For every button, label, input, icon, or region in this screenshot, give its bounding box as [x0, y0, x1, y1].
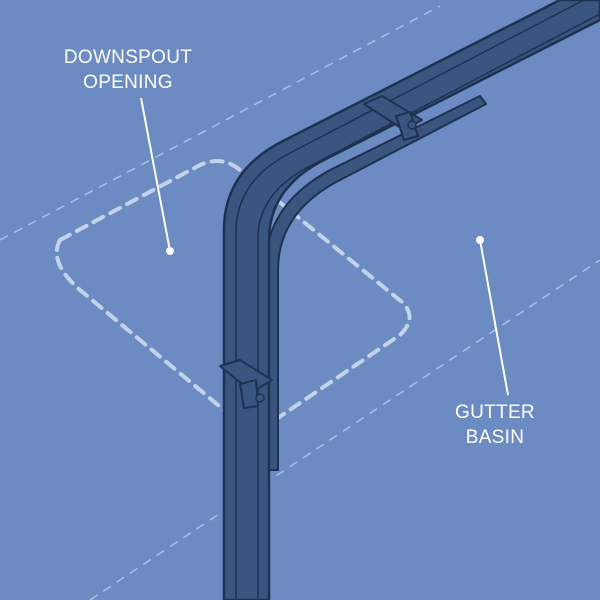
gutter-basin-label: GUTTER BASIN: [430, 400, 560, 450]
lower-cable-clip: [219, 359, 273, 409]
cable-inner-lines: [235, 0, 600, 600]
cable-groove-right: [257, 13, 600, 600]
downspout-opening-outline: [54, 159, 412, 429]
mounting-strip: [265, 95, 487, 471]
lower-clip-rivet: [255, 393, 265, 403]
callout-leaders: [140, 97, 509, 396]
gutter-edge-line-upper: [0, 5, 441, 241]
gutter-basin-label-line-1: GUTTER: [455, 402, 535, 423]
gutter-leader-line: [479, 239, 509, 396]
downspout-opening-label-line-1: DOWNSPOUT: [63, 47, 193, 68]
lower-clip-tab: [239, 379, 259, 409]
downspout-leader-line: [140, 97, 171, 252]
heat-cable-body: [222, 0, 600, 600]
upper-clip-tab: [395, 111, 419, 141]
downspout-opening-label-line-2: OPENING: [83, 72, 173, 93]
cable-groove-left: [235, 0, 585, 600]
upper-cable-clip: [363, 95, 423, 141]
gutter-leader-dot: [476, 236, 484, 244]
gutter-edge-line-lower: [89, 259, 600, 600]
downspout-opening-label: DOWNSPOUT OPENING: [38, 45, 218, 95]
gutter-guide-lines: [0, 5, 600, 600]
upper-clip-rivet: [407, 120, 417, 130]
gutter-basin-label-line-2: BASIN: [465, 427, 525, 448]
downspout-leader-dot: [166, 247, 174, 255]
